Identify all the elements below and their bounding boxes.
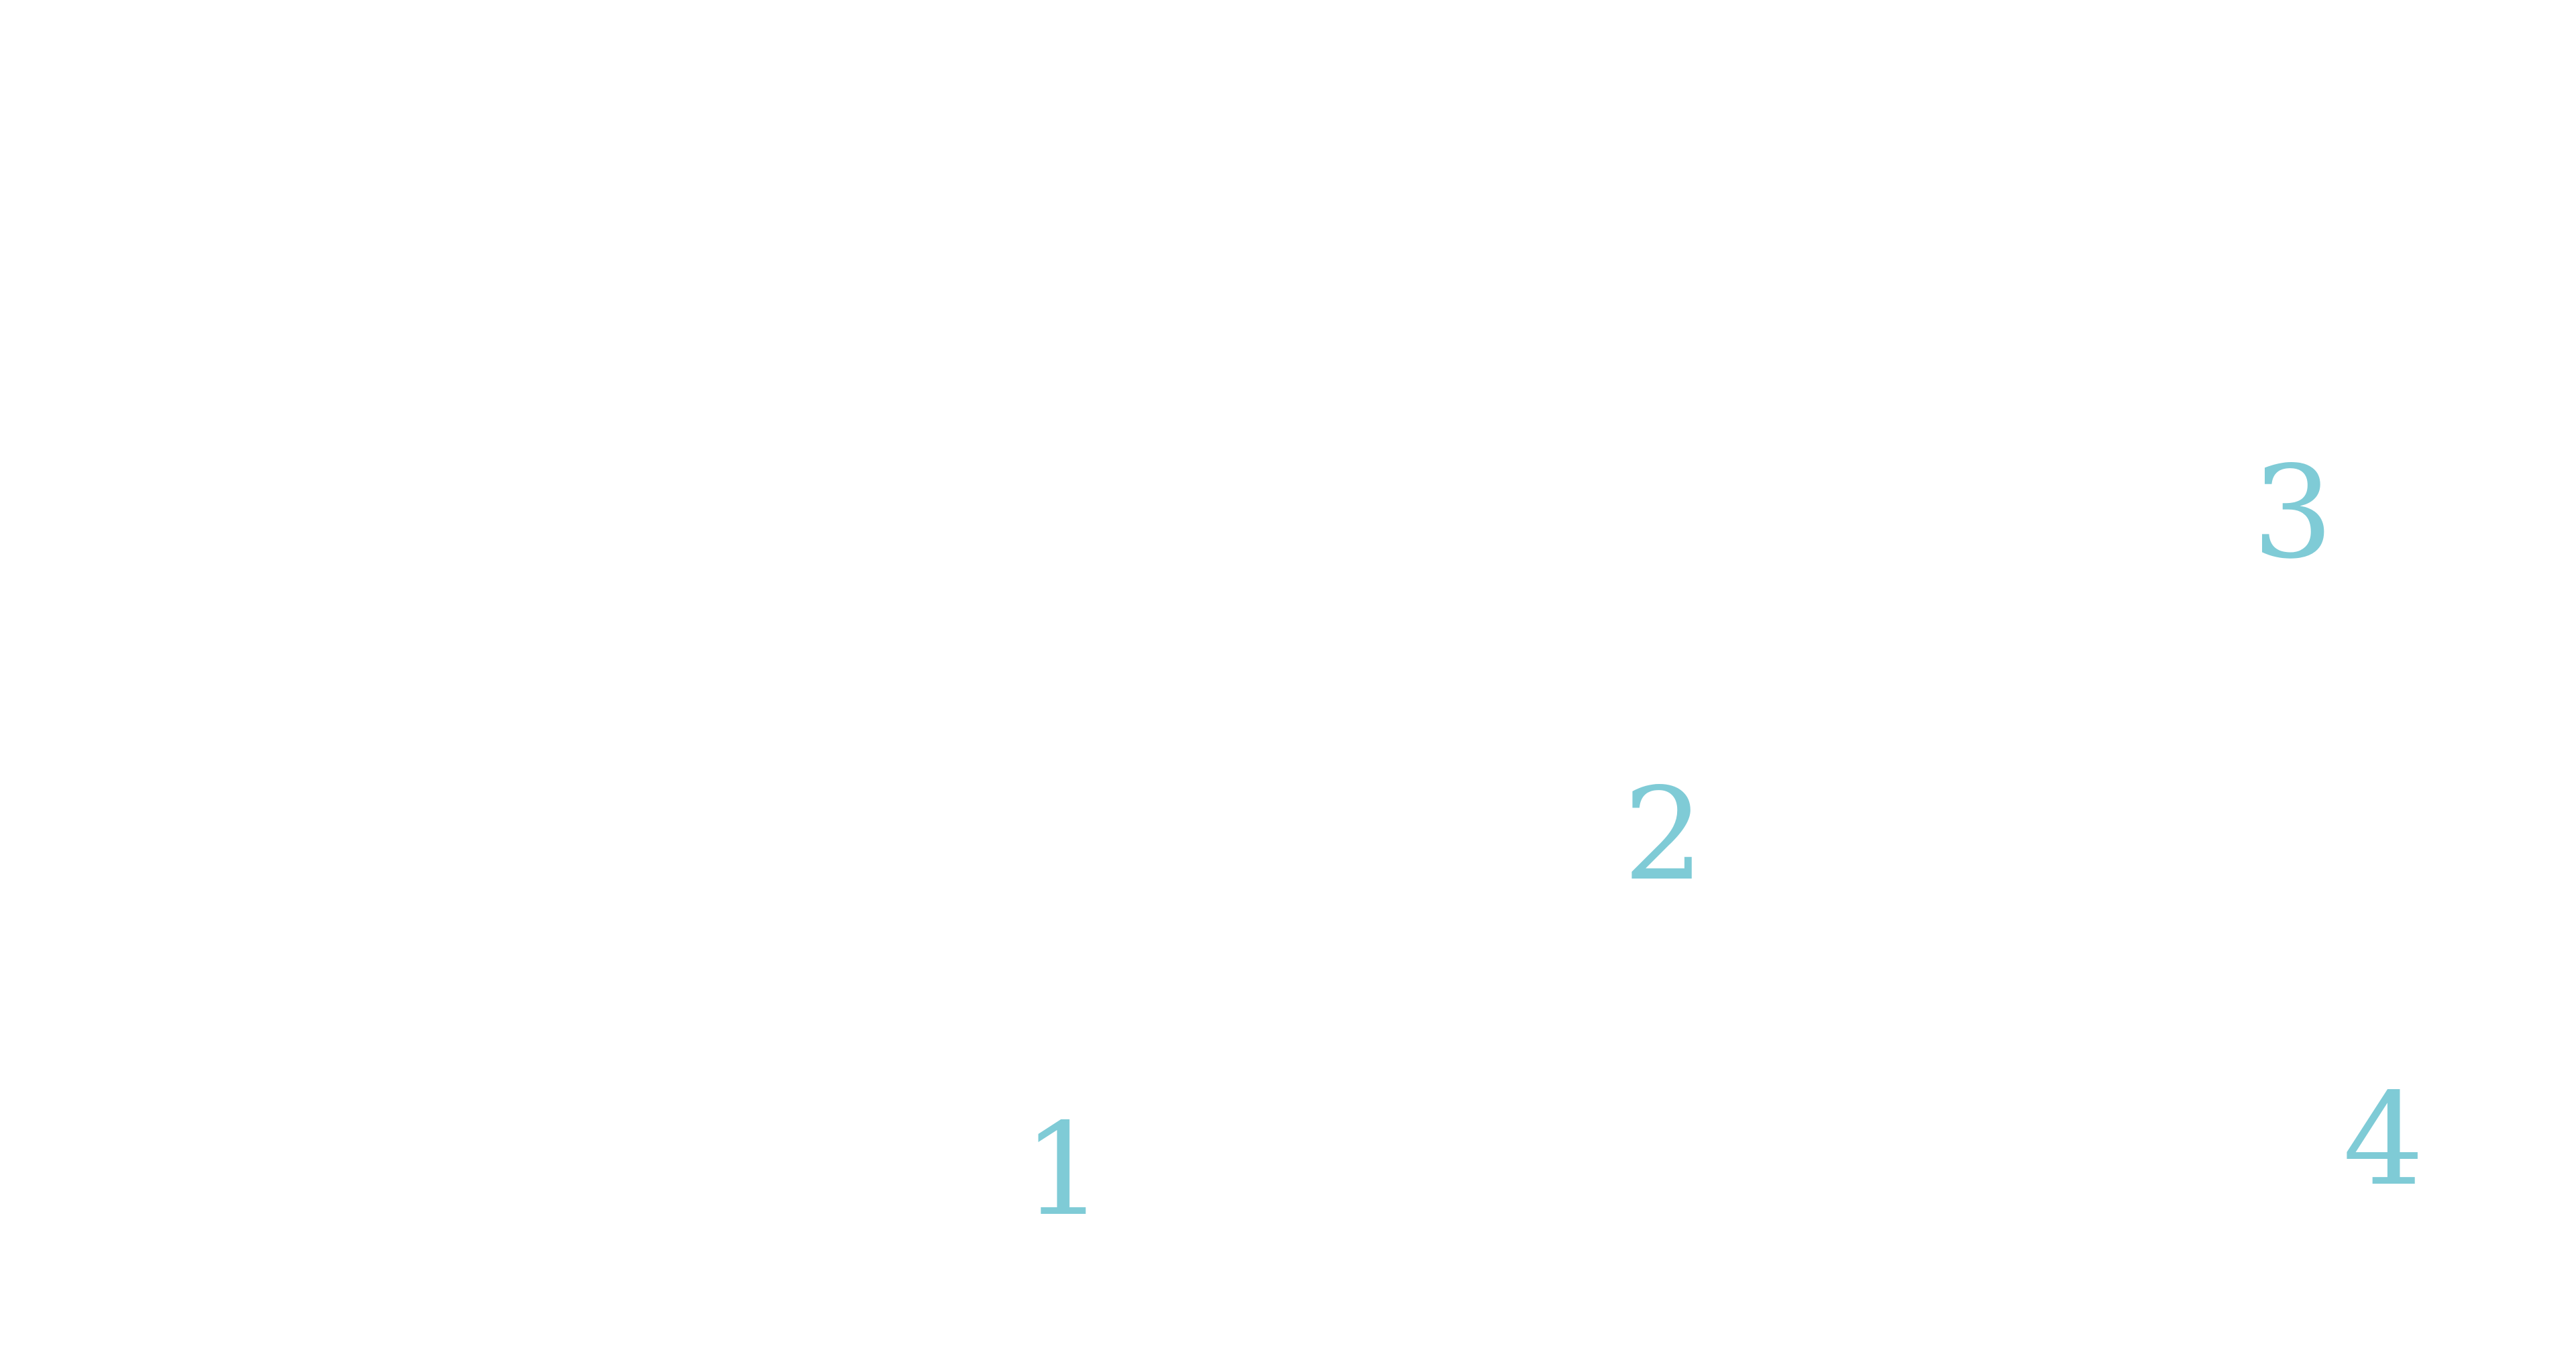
marker-2: 2 — [1623, 761, 1705, 909]
marker-1: 1 — [1022, 1096, 1104, 1244]
marker-4: 4 — [2343, 1066, 2424, 1214]
marker-3: 3 — [2252, 439, 2334, 587]
